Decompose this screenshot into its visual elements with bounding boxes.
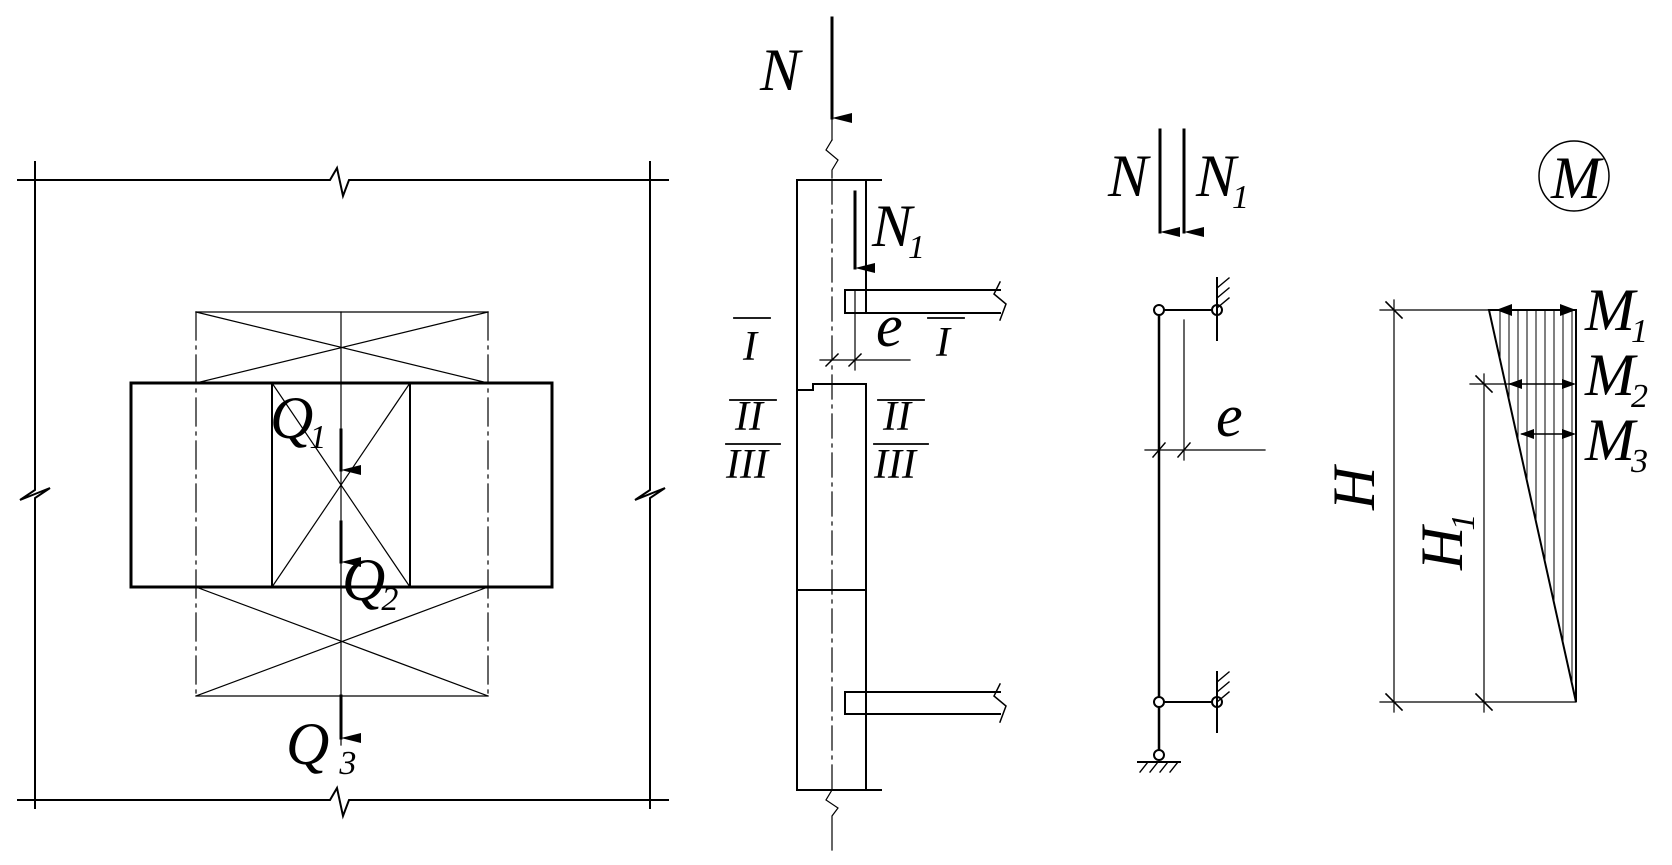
model-label-n1: N1	[1195, 143, 1249, 216]
moment-diagram: M M1 M2 M3 H H1	[1321, 140, 1648, 713]
sec3-right-label: III	[873, 442, 918, 488]
model-hinge-bottom-left	[1153, 696, 1165, 708]
section-ecc-tick-1	[824, 352, 840, 368]
section-label-n: N	[759, 37, 803, 103]
moment-circle	[1538, 140, 1610, 212]
section-label-e: e	[876, 293, 903, 359]
plan-outer-frame	[17, 161, 669, 820]
model-ecc-tick-2	[1176, 441, 1192, 459]
label-m2: M2	[1584, 342, 1648, 415]
section-axis-break-bottom	[825, 789, 839, 851]
section-slab-upper-break	[993, 280, 1007, 321]
section-slab-upper	[844, 289, 1001, 314]
sec2-right-label: II	[882, 394, 913, 440]
moment-hatch	[1499, 310, 1573, 684]
model-base-hatch	[1139, 761, 1179, 773]
model-support-bottom-hatch	[1216, 671, 1230, 703]
label-h: H	[1321, 463, 1387, 511]
sec1-left-label: I	[742, 324, 759, 370]
section-label-n1: N1	[871, 193, 925, 266]
model-base-pin	[1153, 749, 1165, 761]
section-step	[796, 383, 867, 391]
dim-h1-tick-bottom	[1474, 692, 1494, 712]
plan-lower-cross-2	[195, 586, 489, 697]
arrow-m2-heads	[1508, 379, 1576, 389]
section-ecc-tick-2	[847, 352, 863, 368]
sec2-left-label: II	[734, 394, 765, 440]
moment-circle-label: M	[1550, 145, 1604, 211]
dim-h-tick-bottom	[1384, 692, 1404, 712]
plan-upper-cross-2	[195, 311, 489, 384]
model-label-e: e	[1216, 383, 1243, 449]
plan-label-q2: Q2	[342, 547, 398, 618]
dim-h1-tick-top	[1474, 374, 1494, 394]
sec3-left-label: III	[725, 442, 770, 488]
label-m3: M3	[1584, 407, 1648, 480]
calc-model: N N1 e	[1107, 128, 1266, 773]
model-hinge-top-left	[1153, 304, 1165, 316]
sec1-right-label: I	[935, 320, 952, 366]
wall-section: N N1 e I	[725, 16, 1007, 851]
dim-h-tick-top	[1384, 300, 1404, 320]
model-support-top-hatch	[1216, 277, 1230, 309]
plan-label-q1: Q1	[270, 385, 326, 456]
label-m1: M1	[1584, 277, 1648, 350]
model-label-n: N	[1107, 143, 1151, 209]
section-slab-lower-break	[993, 682, 1007, 723]
arrow-m1-heads	[1496, 304, 1576, 316]
section-slab-lower	[844, 691, 1001, 715]
arrow-m3-heads	[1520, 429, 1576, 439]
label-h1: H1	[1409, 514, 1482, 571]
section-axis-break-top	[825, 139, 839, 179]
model-ecc-tick-1	[1151, 441, 1167, 459]
